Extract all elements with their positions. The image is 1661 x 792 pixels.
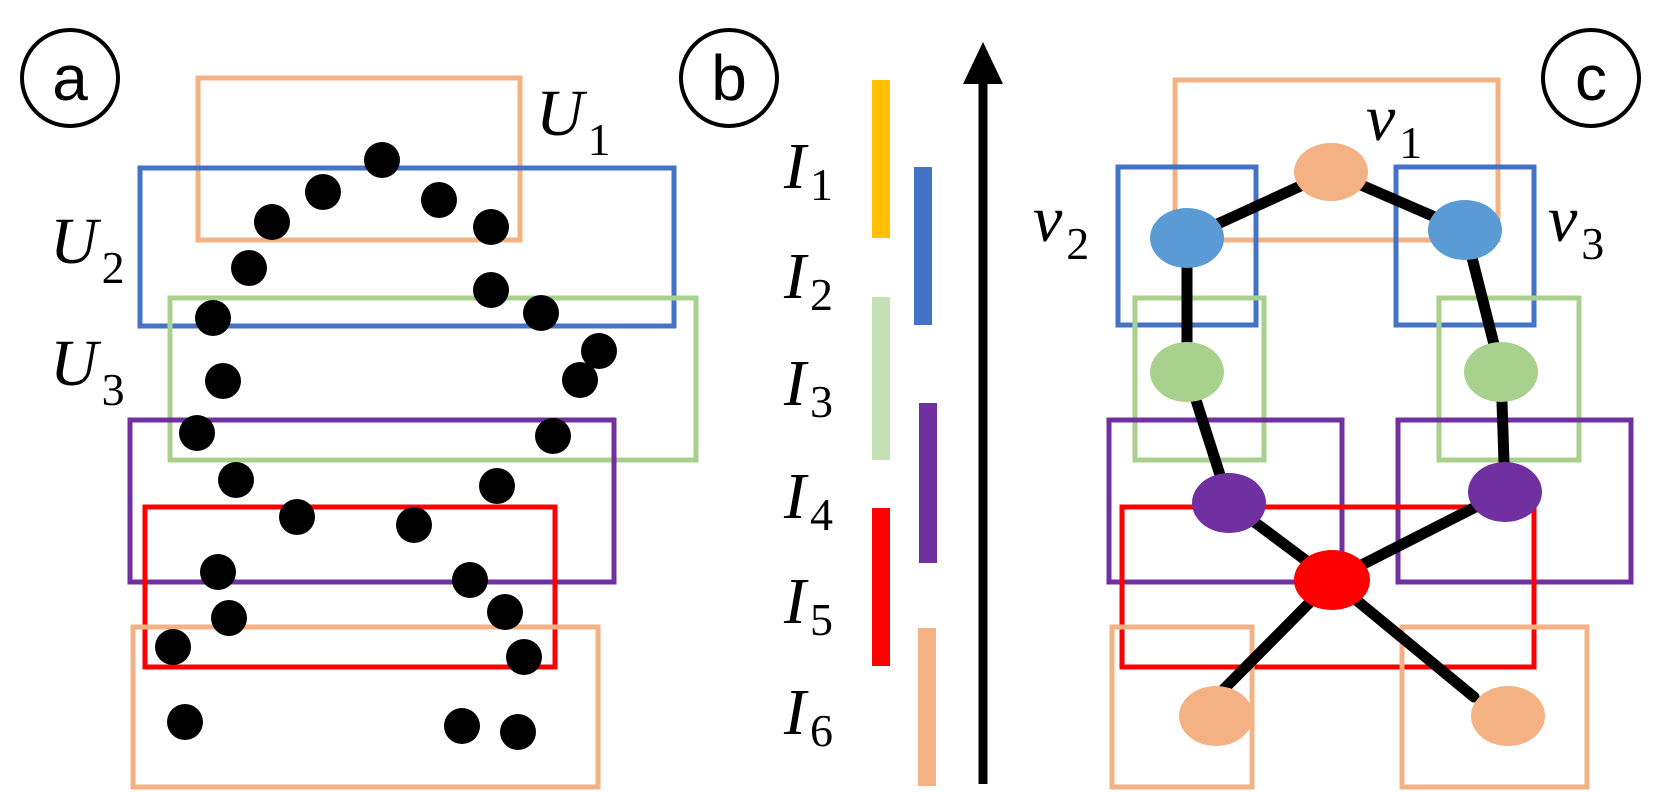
graph-node-v3: [1428, 200, 1502, 260]
data-point: [211, 600, 247, 636]
data-point: [500, 714, 536, 750]
graph-node: [1468, 462, 1542, 522]
data-point: [473, 272, 509, 308]
panel-b-circle: [679, 28, 779, 128]
cover-label-u2: U2: [50, 205, 125, 293]
data-point: [479, 468, 515, 504]
vertex-label-v2: v2: [1033, 183, 1089, 269]
point-cloud: [155, 142, 617, 750]
data-point: [562, 362, 598, 398]
cover-label-u1: U1: [536, 77, 611, 165]
interval-bar-i4: [919, 403, 937, 563]
interval-label-i1: I1: [783, 130, 833, 210]
data-point: [506, 639, 542, 675]
cover-rect-u3: [167, 295, 699, 463]
interval-label-i6: I6: [783, 676, 833, 756]
data-point: [452, 562, 488, 598]
graph-node: [1150, 342, 1224, 402]
data-point: [364, 142, 400, 178]
cluster-rect: [1109, 624, 1255, 790]
data-point: [396, 507, 432, 543]
cluster-rect: [1395, 417, 1634, 585]
panel-a: a: [20, 28, 699, 790]
interval-label-i2: I2: [783, 240, 833, 320]
vertex-label-v1: v1: [1366, 82, 1422, 168]
graph-node: [1192, 473, 1266, 533]
data-point: [218, 462, 254, 498]
interval-bar-i6: [918, 628, 936, 786]
data-point: [179, 415, 215, 451]
cluster-rect: [1399, 624, 1590, 790]
data-point: [231, 250, 267, 286]
cover-label-u3: U3: [50, 327, 125, 415]
graph-node: [1471, 686, 1545, 746]
cluster-rect: [1106, 417, 1345, 585]
graph-node: [1294, 550, 1370, 610]
cover-rect-u6: [130, 624, 601, 790]
data-point: [535, 418, 571, 454]
panel-a-circle: [20, 28, 120, 128]
interval-bar-i2: [914, 167, 932, 325]
data-point: [167, 704, 203, 740]
data-point: [581, 333, 617, 369]
cluster-rect: [1119, 504, 1537, 670]
data-point: [523, 295, 559, 331]
panel-a-label: a: [52, 42, 88, 114]
panel-b: b I1 I2 I3 I4 I5 I6: [679, 28, 1003, 786]
interval-bar-i1: [872, 80, 890, 238]
data-point: [487, 594, 523, 630]
interval-bar-i3: [872, 297, 890, 460]
data-point: [279, 499, 315, 535]
vertex-label-v3: v3: [1548, 183, 1604, 269]
cluster-rect: [1132, 295, 1267, 463]
data-point: [305, 174, 341, 210]
panel-b-label: b: [711, 42, 747, 114]
graph-node-v2: [1150, 208, 1224, 268]
data-point: [195, 300, 231, 336]
data-point: [473, 209, 509, 245]
cover-rect-u5: [142, 504, 558, 670]
cover-rect-u4: [127, 417, 617, 585]
data-point: [155, 629, 191, 665]
graph-node: [1179, 686, 1253, 746]
data-point: [254, 204, 290, 240]
graph-node-v1: [1294, 143, 1368, 201]
interval-label-i3: I3: [783, 347, 833, 427]
data-point: [421, 182, 457, 218]
panel-c-label: c: [1575, 42, 1607, 114]
interval-label-i5: I5: [783, 565, 833, 645]
panel-c: c: [1033, 28, 1641, 790]
graph-node: [1464, 342, 1538, 402]
interval-label-i4: I4: [783, 460, 833, 540]
interval-bar-i5: [872, 508, 890, 666]
panel-c-circle: [1541, 28, 1641, 128]
data-point: [200, 554, 236, 590]
data-point: [444, 708, 480, 744]
cover-rect-u1: [195, 75, 523, 243]
cluster-rect: [1172, 77, 1501, 243]
cluster-rect: [1393, 164, 1537, 328]
arrow-head-icon: [963, 42, 1003, 84]
data-point: [205, 363, 241, 399]
cover-rect-u2: [137, 165, 677, 329]
